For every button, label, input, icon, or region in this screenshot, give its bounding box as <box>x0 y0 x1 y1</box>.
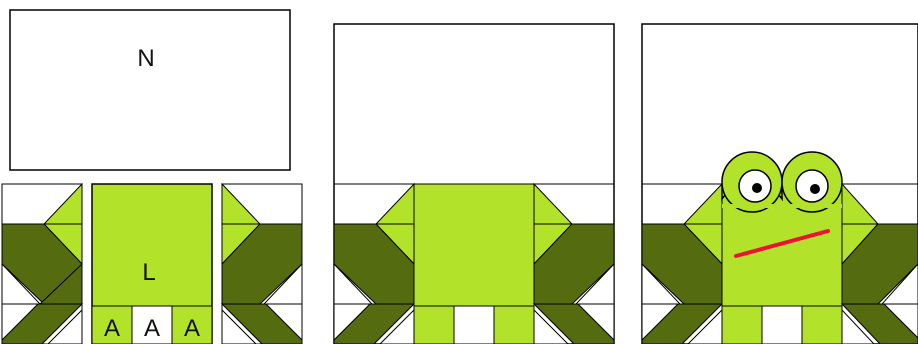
piece-right-side <box>222 184 302 344</box>
panel-frog <box>642 24 918 344</box>
panel-pieces: N L A A A <box>2 10 302 344</box>
piece-a-label-2: A <box>144 315 160 342</box>
panel-assembled <box>334 24 614 344</box>
piece-left-side <box>2 184 82 344</box>
piece-a-label-3: A <box>184 315 200 342</box>
piece-n <box>10 10 290 170</box>
piece-body: L A A A <box>92 184 212 344</box>
piece-a-label-1: A <box>104 315 120 342</box>
piece-l-label: L <box>142 259 155 286</box>
piece-n-label: N <box>137 45 154 72</box>
